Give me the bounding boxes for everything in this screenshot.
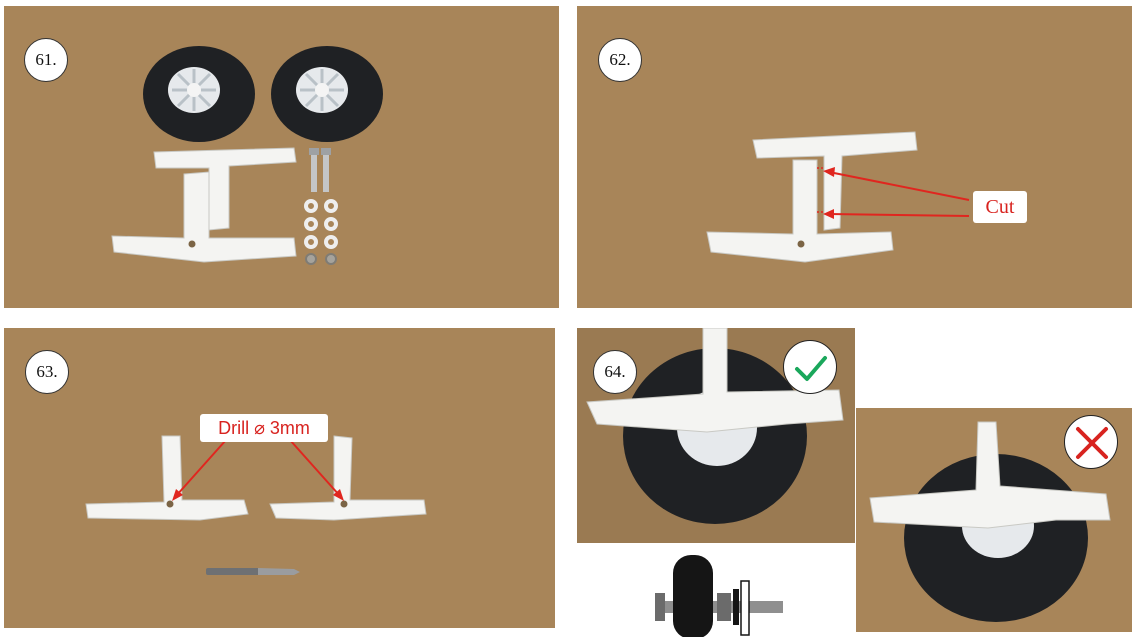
gear-half-left	[85, 435, 249, 521]
step-63-panel: 63. Drill ⌀ 3mm	[4, 328, 555, 628]
step-64-diagram	[577, 543, 855, 639]
checkmark-icon	[783, 340, 837, 394]
screws	[309, 148, 331, 192]
step-64-correct-photo	[586, 328, 844, 524]
drill-arrows	[172, 439, 344, 501]
step-64-wrong-panel	[856, 408, 1132, 632]
step-number-badge: 61.	[24, 38, 68, 82]
wheel-right	[271, 46, 383, 142]
step-64-wrong-photo	[869, 421, 1111, 622]
step-number-badge: 63.	[25, 350, 69, 394]
step-63-photo	[85, 435, 427, 575]
step-61-panel: 61.	[4, 6, 559, 308]
cut-marks	[817, 167, 825, 213]
cross-icon	[1064, 415, 1118, 469]
drill-callout: Drill ⌀ 3mm	[200, 414, 328, 442]
step-61-photo	[111, 46, 383, 265]
wheel-left	[143, 46, 255, 142]
landing-gear-parts	[706, 131, 918, 263]
drill-bit	[206, 568, 300, 575]
step-62-photo	[706, 131, 970, 263]
cut-arrows	[823, 167, 970, 219]
step-62-panel: 62. Cut	[577, 6, 1132, 308]
gear-leg	[586, 328, 844, 433]
gear-leg	[869, 421, 1111, 529]
step-number-badge: 64.	[593, 350, 637, 394]
landing-gear-parts	[111, 147, 297, 263]
step-number-badge: 62.	[598, 38, 642, 82]
washers-and-nuts	[304, 199, 338, 265]
gear-half-right	[269, 435, 427, 521]
step-64-correct-panel: 64.	[577, 328, 855, 543]
cut-callout: Cut	[973, 191, 1027, 223]
